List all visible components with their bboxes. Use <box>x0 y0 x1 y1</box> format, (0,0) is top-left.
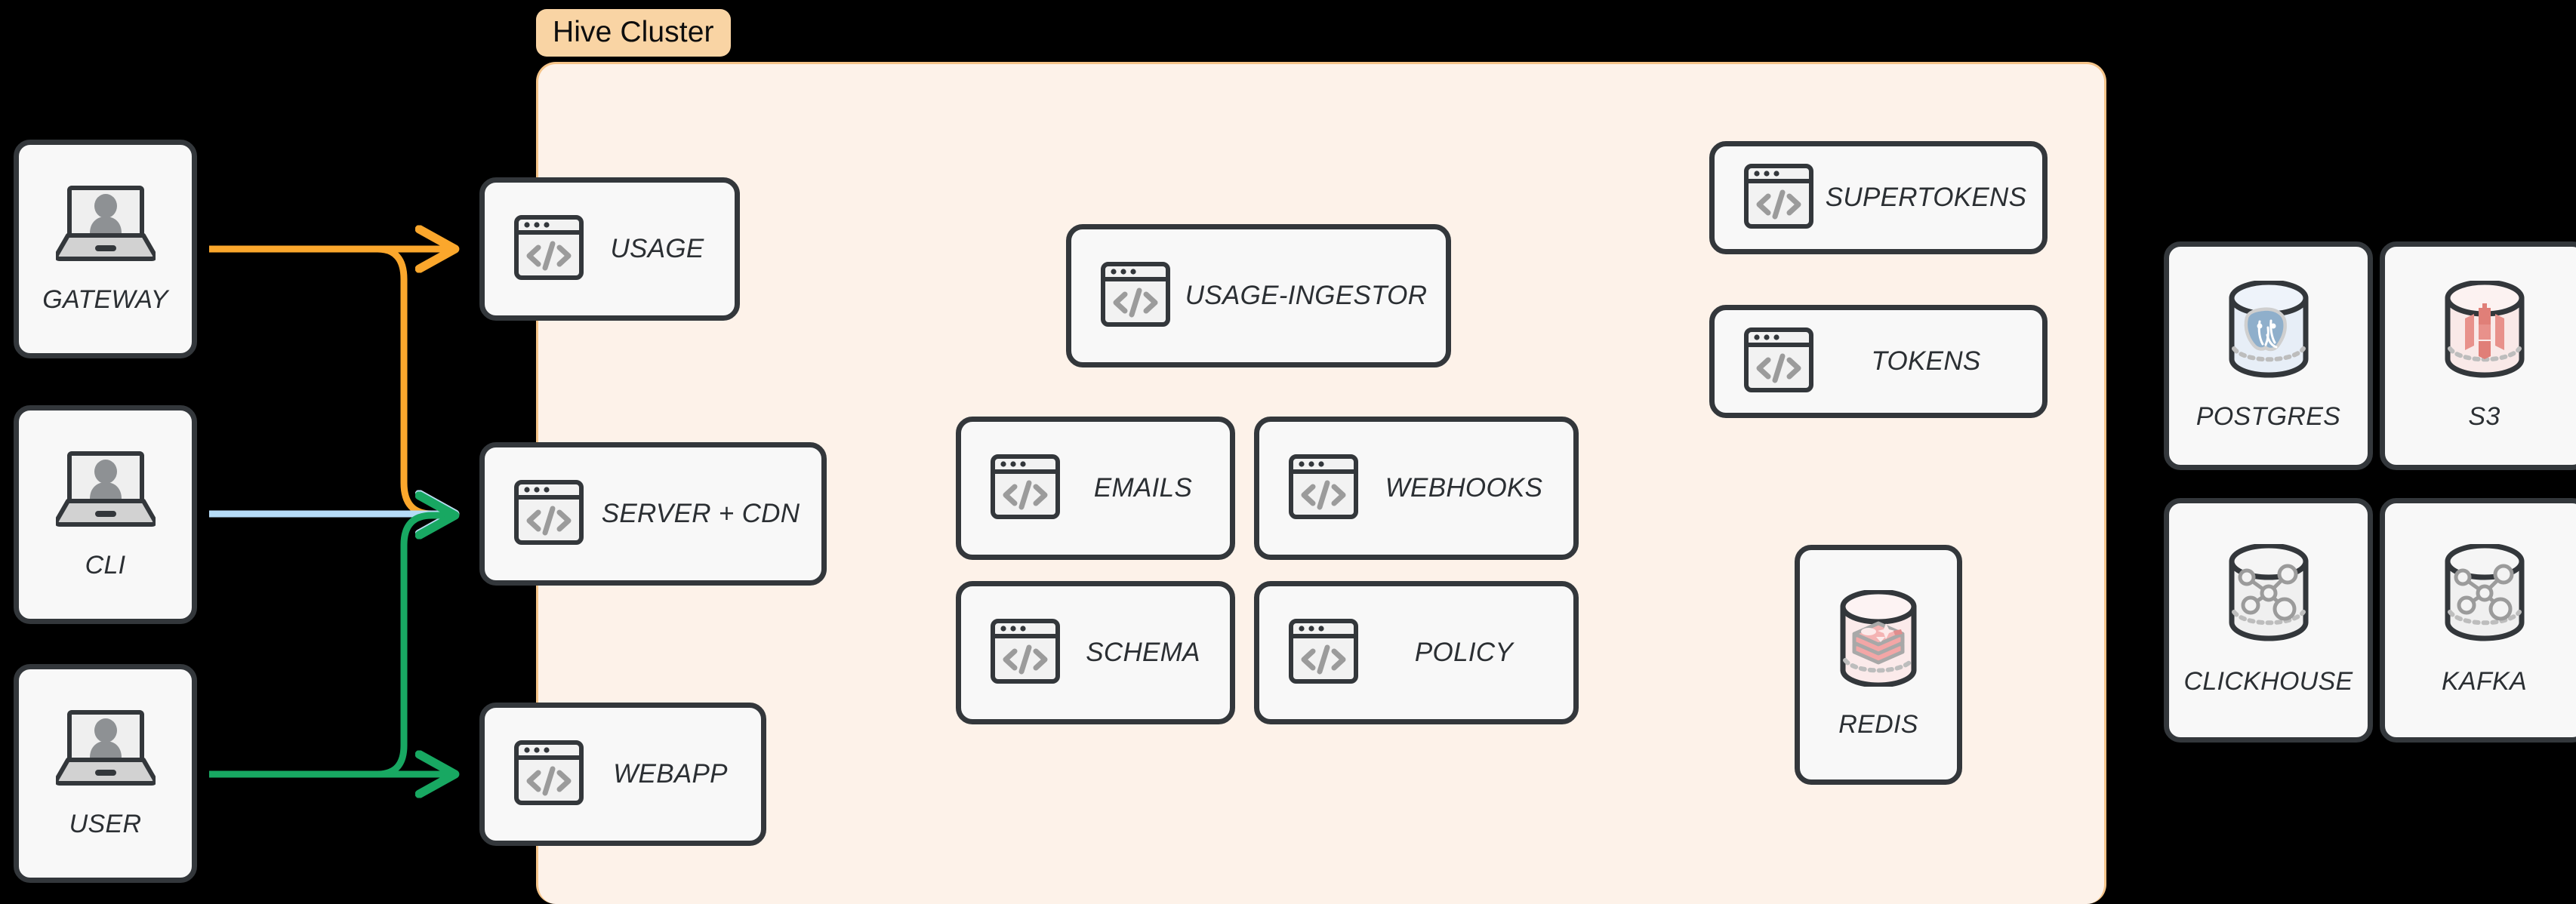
code-window-icon <box>513 477 584 552</box>
node-postgres[interactable]: POSTGRES <box>2164 241 2373 470</box>
code-window-icon <box>990 451 1061 526</box>
wire-gateway-to-server-cdn <box>209 245 453 514</box>
s3-cylinder-icon <box>2432 279 2537 383</box>
node-usage-ingestor[interactable]: USAGE-INGESTOR <box>1066 224 1451 367</box>
node-schema[interactable]: SCHEMA <box>956 581 1235 724</box>
node-clickhouse-label: CLICKHOUSE <box>2183 667 2353 696</box>
code-window-icon <box>1743 161 1814 235</box>
node-cli-label: CLI <box>85 551 126 580</box>
node-webhooks-label: WEBHOOKS <box>1385 473 1543 503</box>
node-usage[interactable]: USAGE <box>479 177 740 321</box>
clickhouse-cylinder-icon <box>2216 543 2322 647</box>
node-policy[interactable]: POLICY <box>1254 581 1579 724</box>
node-schema-label: SCHEMA <box>1086 638 1200 667</box>
code-window-icon <box>513 737 584 812</box>
node-server-cdn-label: SERVER + CDN <box>601 499 800 528</box>
node-usage-ingestor-label: USAGE-INGESTOR <box>1185 281 1428 310</box>
redis-cylinder-icon <box>1829 589 1928 690</box>
node-kafka-label: KAFKA <box>2442 667 2527 696</box>
laptop-user-icon <box>54 708 157 790</box>
node-webapp[interactable]: WEBAPP <box>479 703 766 846</box>
code-window-icon <box>513 212 584 287</box>
node-redis-label: REDIS <box>1838 710 1918 739</box>
hive-cluster-badge: Hive Cluster <box>536 9 731 57</box>
node-gateway-label: GATEWAY <box>42 285 168 314</box>
node-cli[interactable]: CLI <box>14 405 197 624</box>
node-server-cdn[interactable]: SERVER + CDN <box>479 442 827 586</box>
node-redis[interactable]: REDIS <box>1795 545 1962 785</box>
code-window-icon <box>1743 324 1814 399</box>
node-webapp-label: WEBAPP <box>613 759 728 789</box>
node-gateway[interactable]: GATEWAY <box>14 140 197 358</box>
laptop-user-icon <box>54 183 157 266</box>
node-tokens-label: TOKENS <box>1871 346 1981 376</box>
node-s3[interactable]: S3 <box>2380 241 2576 470</box>
node-user[interactable]: USER <box>14 664 197 883</box>
node-postgres-label: POSTGRES <box>2195 401 2341 431</box>
node-user-label: USER <box>69 810 142 838</box>
node-policy-label: POLICY <box>1414 638 1514 667</box>
wire-user-to-server-cdn <box>209 515 453 778</box>
node-clickhouse[interactable]: CLICKHOUSE <box>2164 498 2373 743</box>
node-tokens[interactable]: TOKENS <box>1709 305 2048 418</box>
node-supertokens-label: SUPERTOKENS <box>1825 183 2027 212</box>
code-window-icon <box>1100 259 1171 334</box>
postgres-cylinder-icon <box>2216 279 2322 383</box>
node-emails[interactable]: EMAILS <box>956 417 1235 560</box>
node-s3-label: S3 <box>2468 401 2501 431</box>
laptop-user-icon <box>54 449 157 531</box>
node-emails-label: EMAILS <box>1093 473 1193 503</box>
node-usage-label: USAGE <box>610 234 704 263</box>
code-window-icon <box>1288 616 1359 690</box>
node-kafka[interactable]: KAFKA <box>2380 498 2576 743</box>
code-window-icon <box>990 616 1061 690</box>
kafka-cylinder-icon <box>2432 543 2537 647</box>
node-webhooks[interactable]: WEBHOOKS <box>1254 417 1579 560</box>
code-window-icon <box>1288 451 1359 526</box>
node-supertokens[interactable]: SUPERTOKENS <box>1709 141 2048 254</box>
